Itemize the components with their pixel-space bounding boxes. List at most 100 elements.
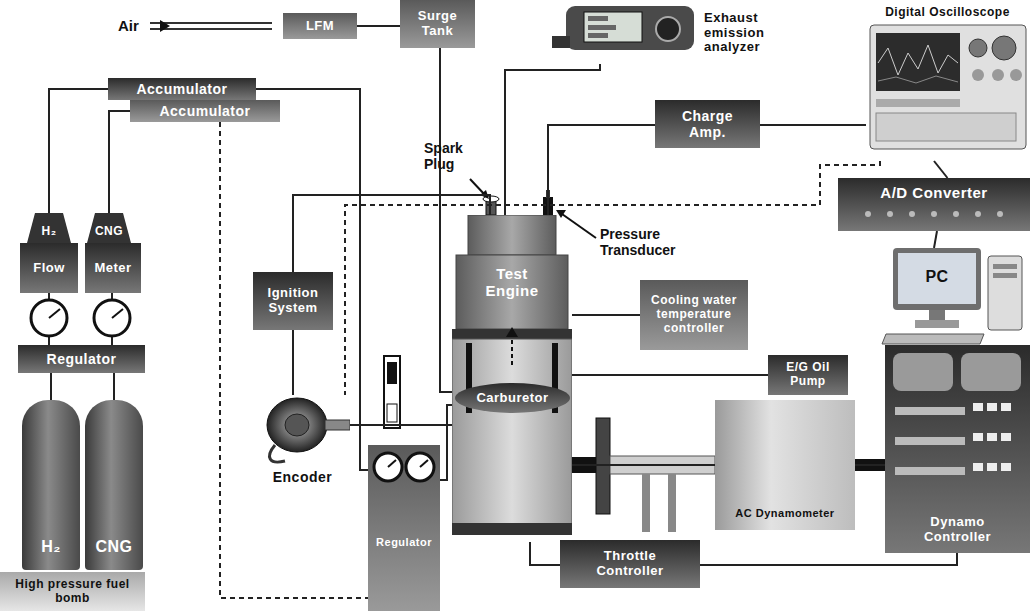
drawing-shape (387, 362, 397, 384)
accumulator: Accumulator (108, 78, 256, 100)
drawing-shape (882, 334, 984, 344)
carburetor-ellipse: Carburetor (455, 383, 570, 413)
node-illustration (866, 3, 1029, 157)
drawing-shape (506, 327, 518, 337)
pipe-line (350, 424, 452, 426)
oscilloscope: Digital Oscilloscope (866, 3, 1029, 161)
drawing-shape (468, 215, 556, 255)
drawing-shape (987, 463, 997, 471)
drawing-shape (552, 36, 570, 48)
drawing-shape (584, 12, 642, 42)
dynamo-controller: Dynamo Controller (885, 345, 1030, 553)
part-label: Air (118, 17, 139, 34)
pipe-line (700, 553, 957, 565)
pipe-line (934, 161, 948, 178)
drawing-shape (285, 414, 309, 436)
drawing-shape (94, 300, 130, 336)
drawing-shape (548, 2, 698, 56)
drawing-shape (656, 17, 680, 41)
drawing-shape (642, 474, 650, 532)
pipe-line (934, 231, 937, 248)
node-label: Test Engine (477, 265, 547, 300)
node-label: Meter (94, 261, 131, 276)
flow-meter-box: LFM (283, 13, 357, 39)
pipe-line (855, 464, 885, 466)
node-label: LFM (306, 19, 334, 34)
drawing-shape (470, 179, 485, 195)
signal-line (220, 122, 368, 598)
drawing-shape (388, 460, 396, 467)
dynamometer: AC Dynamometer (715, 400, 855, 530)
node-label: H₂ (41, 538, 61, 556)
drawing-shape (49, 309, 60, 318)
emission-analyzer: Exhaust emission analyzer (548, 2, 803, 64)
drawing-shape (961, 353, 1021, 391)
drawing-shape (150, 28, 272, 30)
ad-converter: A/D Converter (838, 178, 1030, 231)
drawing-shape (855, 459, 885, 471)
pulley-belt (384, 356, 400, 428)
drawing-shape (992, 36, 1016, 60)
node-illustration (452, 215, 572, 538)
pipe-line (572, 314, 640, 316)
gas-cylinder: CNG (85, 400, 143, 570)
drawing-shape (893, 353, 953, 391)
drawing-shape (992, 69, 1004, 81)
oil-pump-box: E/G Oil Pump (768, 355, 848, 395)
node-label: Flow (33, 261, 65, 276)
drawing-shape (267, 398, 327, 452)
drawing-shape (993, 264, 1017, 269)
pipe-line (292, 330, 294, 395)
node-label: Regulator (47, 351, 117, 367)
ignition-box: Ignition System (253, 272, 333, 330)
drawing-shape (1001, 433, 1011, 441)
test-engine: Test EngineCarburetor (452, 215, 572, 542)
drawing-shape (87, 213, 131, 243)
drawing-shape (325, 420, 350, 430)
coolant-controller: Cooling water temperature controller (640, 280, 748, 350)
drawing-shape (893, 248, 981, 330)
node-label: Accumulator (136, 81, 227, 97)
drawing-shape (511, 335, 513, 365)
drawing-shape (909, 211, 915, 217)
surge-tank: Surge Tank (400, 0, 475, 48)
regulator-band: Regulator (18, 345, 145, 373)
drawing-shape (588, 25, 616, 30)
drawing-shape (384, 356, 400, 428)
drawing-shape (562, 214, 596, 238)
drawing-shape (929, 310, 945, 320)
accumulator: Accumulator (130, 100, 280, 122)
drawing-shape (420, 460, 428, 467)
flow-meter-box: Meter (85, 243, 141, 293)
drawing-shape (566, 6, 694, 50)
node-label: Digital Oscilloscope (885, 6, 1010, 20)
node-label: Dynamo Controller (903, 515, 1013, 545)
drawing-shape (931, 211, 937, 217)
drawing-shape (588, 16, 608, 21)
drawing-shape (895, 437, 965, 445)
drawing-shape (870, 25, 1026, 149)
regulator-box: Regulator (368, 445, 440, 611)
drawing-shape (969, 39, 987, 57)
pipe-line (357, 25, 400, 27)
part-label: Spark Plug (424, 140, 482, 172)
node-illustration (548, 2, 698, 60)
drawing-shape (406, 453, 434, 481)
drawing-shape (865, 211, 871, 217)
drawing-shape (876, 33, 960, 91)
drawing-shape (866, 3, 1029, 153)
air-arrow (150, 20, 272, 32)
drawing-shape (1001, 463, 1011, 471)
drawing-shape (987, 403, 997, 411)
node-label: Accumulator (159, 103, 250, 119)
node-label: Exhaust emission analyzer (704, 11, 799, 56)
drawing-shape (374, 453, 402, 481)
pipe-line (113, 373, 115, 400)
throttle-controller: Throttle Controller (560, 540, 700, 588)
node-label: CNG (95, 225, 123, 239)
drawing-shape (387, 404, 397, 422)
drawing-shape (1001, 403, 1011, 411)
node-label: H₂ (42, 225, 57, 239)
drawing-shape (160, 20, 170, 32)
pipe-line (50, 373, 52, 400)
